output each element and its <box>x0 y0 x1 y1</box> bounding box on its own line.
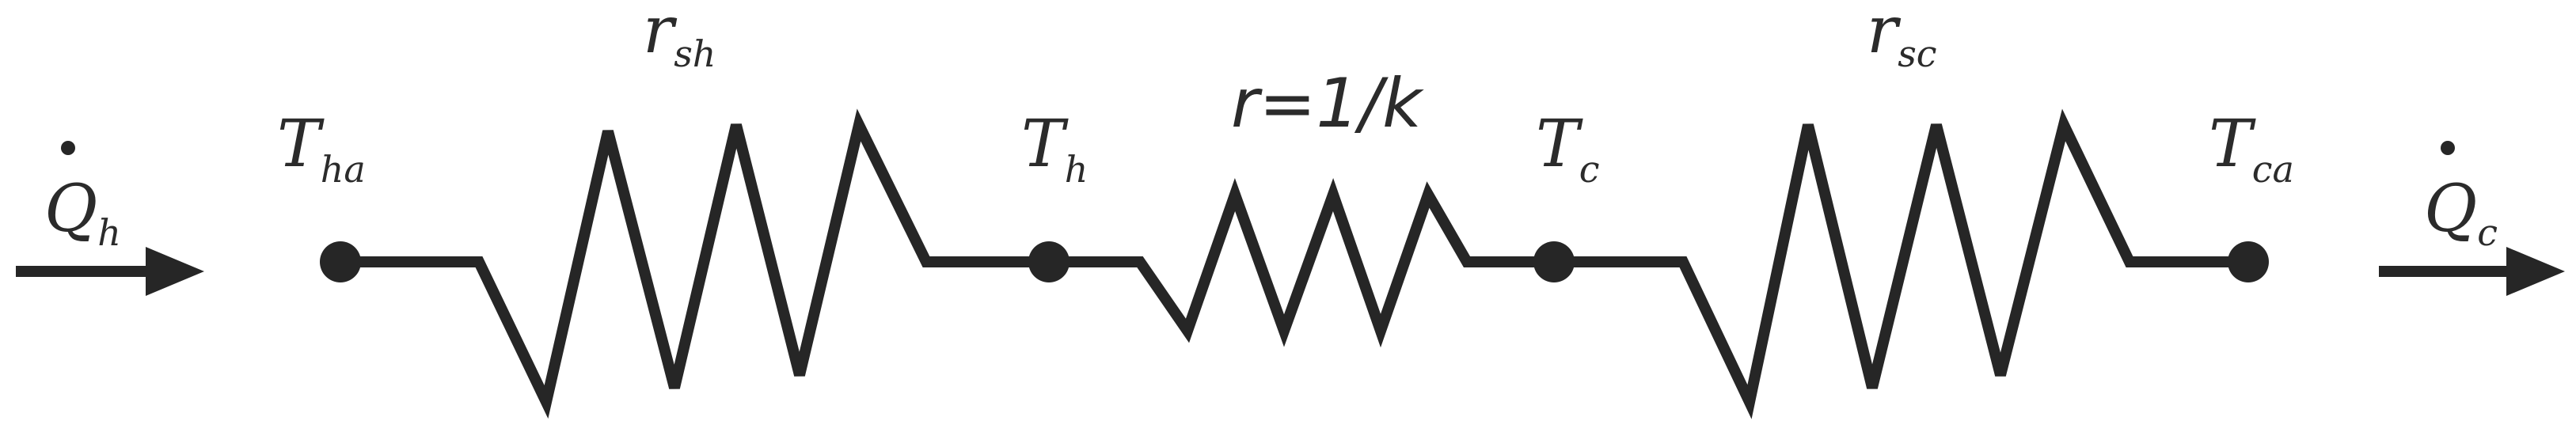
heat-in-label-sub: h <box>97 211 121 254</box>
node-h <box>1028 241 1070 282</box>
node-ca-label-sub: ca <box>2252 148 2294 191</box>
resistor-sc-label-main: r <box>1867 0 1902 68</box>
heat-in-dot-accent <box>61 141 75 155</box>
resistor-sc <box>1554 108 2248 419</box>
node-c-label: Tc <box>1536 107 1599 191</box>
node-h-label-sub: h <box>1065 148 1089 191</box>
resistor-sh-label-main: r <box>643 0 678 68</box>
heat-in-label: Qh <box>44 172 121 254</box>
node-c-label-main: T <box>1536 107 1583 182</box>
resistor-sc-label: rsc <box>1867 0 1937 75</box>
heat-out-dot-accent <box>2441 141 2455 155</box>
node-ha-label: Tha <box>277 107 366 191</box>
heat-in-label-main: Q <box>44 172 97 247</box>
resistor-sh-label: rsh <box>643 0 716 75</box>
heat-in-arrowhead <box>146 247 204 296</box>
resistor-sh <box>340 108 1049 419</box>
node-ca-label: Tca <box>2209 107 2294 191</box>
node-ha-label-main: T <box>277 107 325 182</box>
node-ca <box>2228 241 2269 282</box>
heat-out-flow: Qc <box>2379 141 2565 296</box>
node-c-label-sub: c <box>1579 148 1600 191</box>
heat-in-flow: Qh <box>16 141 204 296</box>
node-ha <box>320 241 361 282</box>
heat-out-label-main: Q <box>2424 172 2477 247</box>
resistor-sh-label-sub: sh <box>674 32 716 75</box>
node-ca-label-main: T <box>2209 107 2256 182</box>
heat-out-label: Qc <box>2424 172 2498 254</box>
resistor-mid <box>1049 178 1554 348</box>
node-h-label-main: T <box>1021 107 1069 182</box>
node-c <box>1533 241 1575 282</box>
node-ha-label-sub: ha <box>321 148 366 191</box>
resistor-sc-label-sub: sc <box>1898 32 1936 75</box>
heat-out-arrowhead <box>2506 247 2565 296</box>
node-h-label: Th <box>1021 107 1088 191</box>
heat-out-label-sub: c <box>2477 211 2498 254</box>
resistor-mid-label: r=1/k <box>1231 64 1424 143</box>
